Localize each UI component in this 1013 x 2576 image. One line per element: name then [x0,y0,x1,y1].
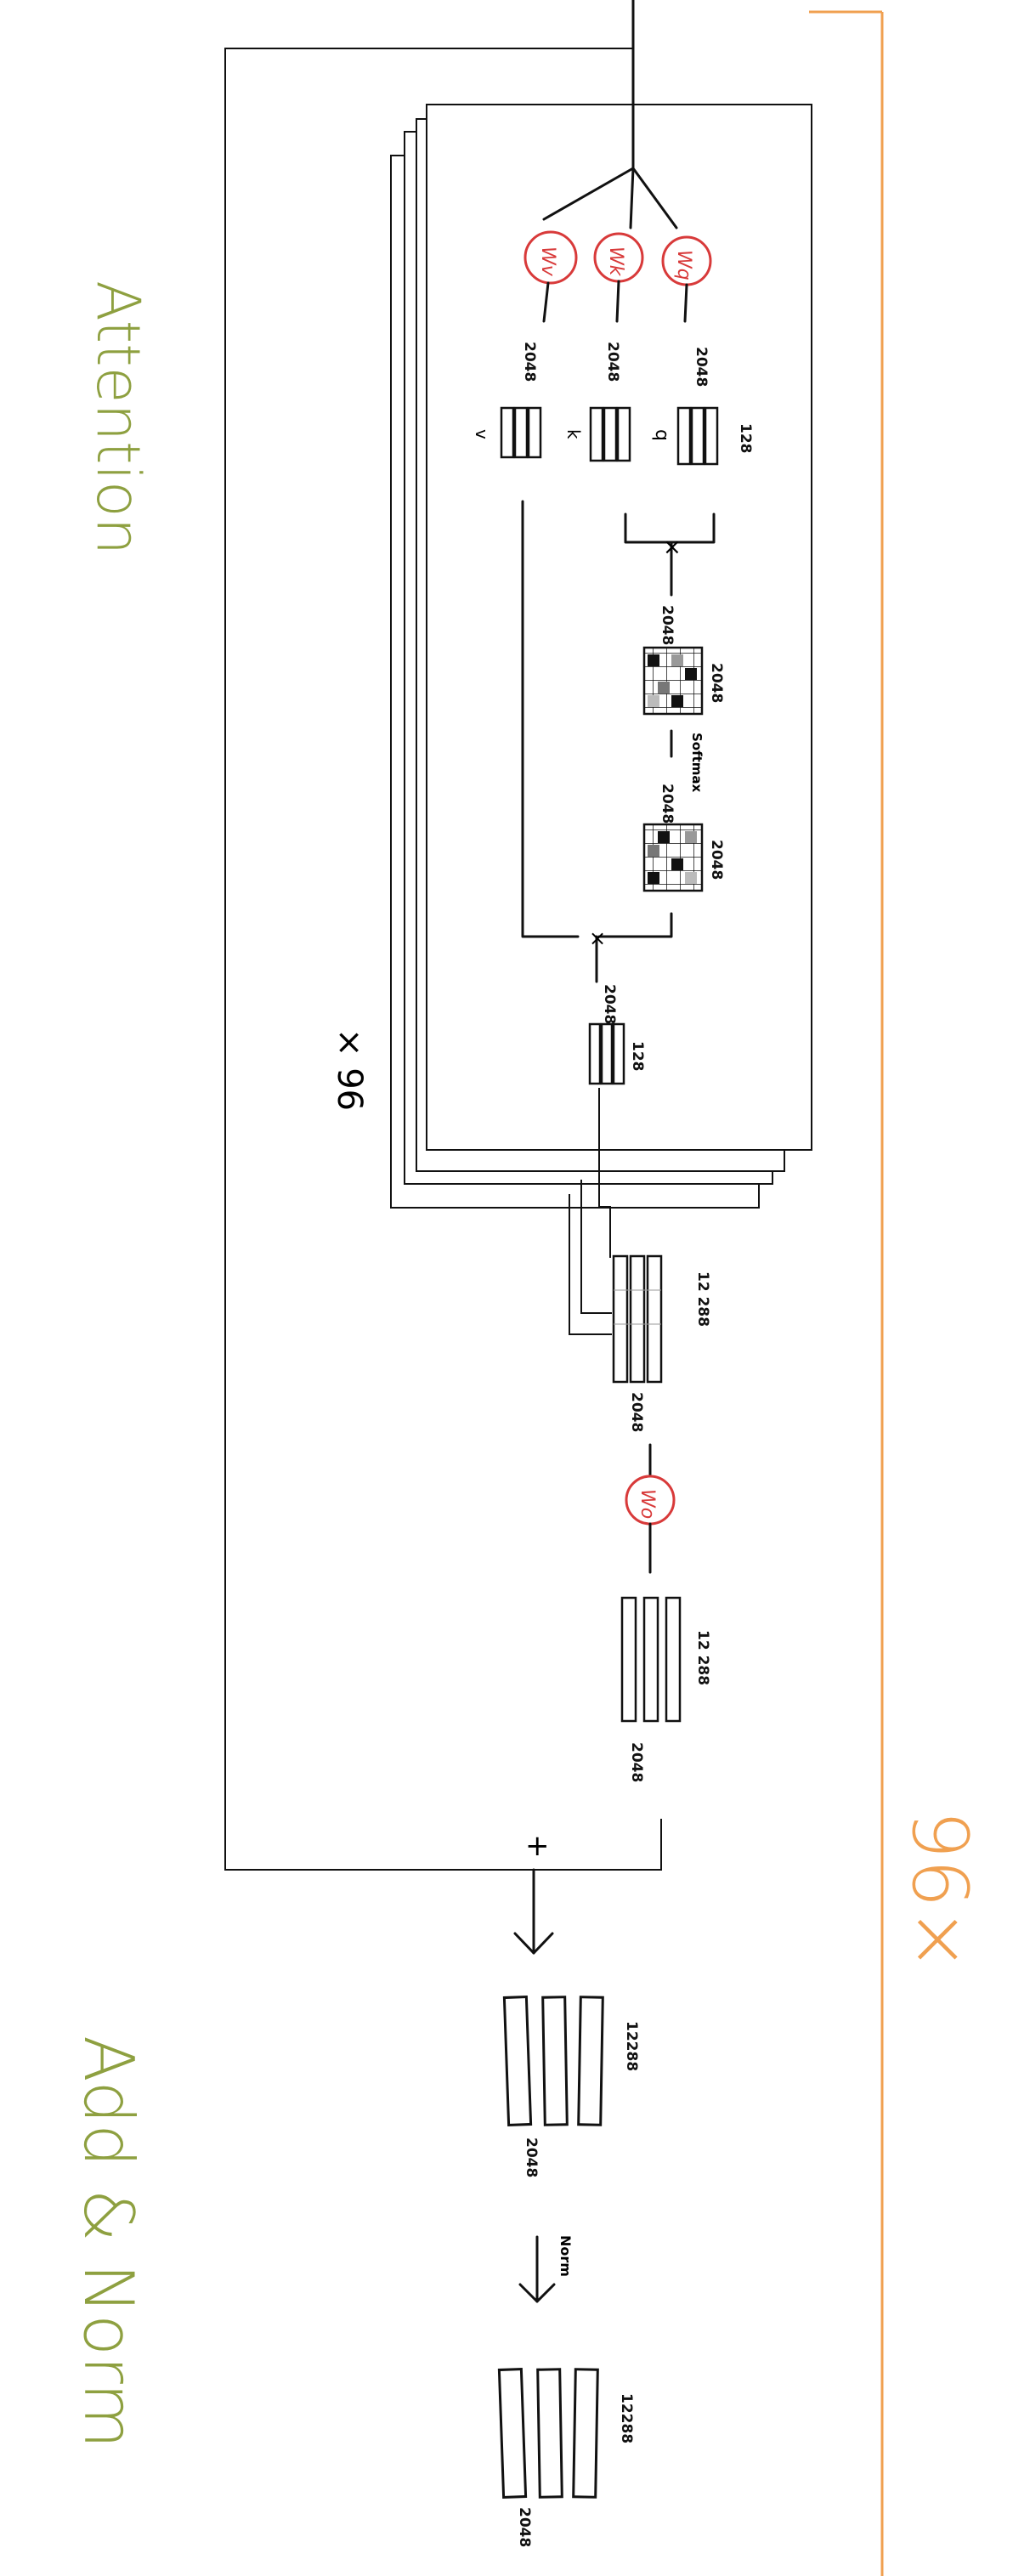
wv-weight: Wv [523,230,578,285]
qk-multiply [624,512,716,597]
q-dim-2048: 2048 [693,347,710,387]
head-output-stack [588,1022,625,1085]
concat-dim-12288: 12 288 [694,1271,711,1327]
add-dim-12288: 12288 [623,2021,640,2071]
k-vector-stack [589,406,631,462]
weight-to-vector-links [542,280,688,323]
norm-arrow [518,2235,556,2303]
softmax-dim-rows: 2048 [659,784,676,824]
svg-text:Wk: Wk [605,246,626,277]
head-panel [426,104,812,1151]
q-label: q [651,429,672,441]
attn-v-multiply [521,500,673,983]
proj-dim-2048: 2048 [628,1742,645,1782]
head-out-dim-128: 128 [629,1041,646,1072]
q-vector-stack [676,406,719,466]
softmax-label: Softmax [689,733,705,793]
times-symbol-2: × [589,926,606,950]
head-panel-stack [390,104,812,1209]
proj-dim-12288: 12 288 [694,1630,711,1685]
svg-text:Wo: Wo [637,1489,658,1519]
v-vector-stack [500,406,542,459]
svg-text:Wq: Wq [673,250,694,280]
softmax-dim-cols: 2048 [708,840,725,880]
k-label: k [563,429,584,439]
attention-label: Attention [83,280,153,555]
norm-dim-2048: 2048 [516,2507,533,2547]
svg-text:Wv: Wv [537,246,558,277]
projected-output-stack [620,1596,682,1723]
norm-dim-12288: 12288 [618,2393,635,2443]
add-norm-label: Add & Norm [69,2035,148,2449]
plus-label: + [525,1829,550,1863]
norm-output-stack [497,2368,599,2499]
score-dim-cols: 2048 [708,663,725,703]
concat-heads-stack [612,1254,663,1384]
outer-repeat-label: 96× [895,1810,984,1972]
input-split [542,0,678,229]
add-dim-2048: 2048 [523,2137,540,2177]
v-dim-2048: 2048 [521,342,538,382]
v-label: v [472,429,492,439]
wo-weight: Wo [625,1475,676,1526]
add-output-stack [502,1996,604,2126]
norm-label: Norm [557,2235,574,2277]
concat-dim-2048: 2048 [628,1392,645,1432]
q-dim-128: 128 [737,423,754,454]
times-symbol-1: × [663,535,682,560]
head-out-dim-2048: 2048 [601,984,618,1024]
wk-weight: Wk [593,232,644,283]
wq-weight: Wq [661,235,712,286]
inner-repeat-label: × 96 [330,1028,369,1111]
repeat-bracket [809,10,884,2576]
k-dim-2048: 2048 [604,342,621,382]
head-to-concat-links [569,1088,612,1335]
score-dim-rows: 2048 [659,605,676,645]
